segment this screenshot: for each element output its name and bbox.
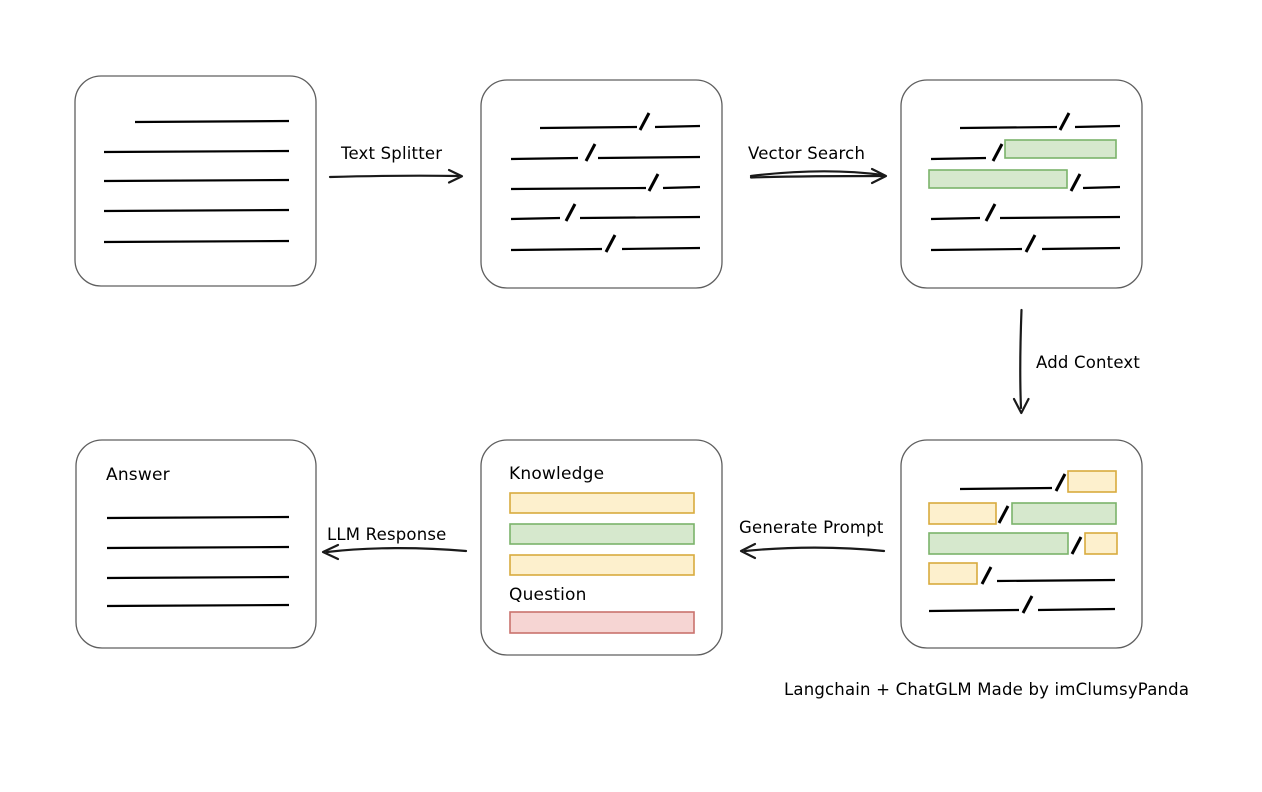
edge-llm-response (321, 543, 468, 561)
context-chunk-yellow-4 (928, 562, 978, 585)
knowledge-bar-yellow-2 (509, 554, 695, 576)
edge-generate-prompt (739, 542, 886, 560)
edge-label-text-splitter: Text Splitter (341, 144, 443, 163)
source-document-lines (103, 119, 290, 244)
prompt-box[interactable] (480, 439, 723, 656)
answer-frame (75, 439, 317, 649)
split-document-lines (510, 112, 701, 253)
context-chunk-yellow-2 (928, 502, 997, 525)
context-document-box[interactable] (900, 439, 1143, 649)
answer-lines (106, 515, 290, 608)
edge-label-add-context: Add Context (1036, 353, 1141, 372)
context-chunk-yellow-3 (1084, 532, 1118, 555)
edge-text-splitter (328, 168, 464, 184)
question-heading: Question (509, 585, 587, 605)
edge-label-llm-response: LLM Response (327, 525, 447, 544)
matched-chunk-green-2 (928, 169, 1068, 189)
answer-box[interactable] (75, 439, 317, 649)
edge-add-context (1012, 308, 1030, 415)
context-chunk-green-2 (928, 532, 1069, 555)
context-document-lines (928, 470, 1118, 614)
source-document-box[interactable] (74, 75, 317, 287)
knowledge-heading: Knowledge (509, 464, 605, 484)
edge-label-generate-prompt: Generate Prompt (739, 518, 884, 537)
split-document-frame (480, 79, 723, 289)
knowledge-bar-green (509, 523, 695, 545)
matched-chunk-green-1 (1004, 139, 1117, 159)
context-chunk-green-1 (1011, 502, 1117, 525)
diagram-caption: Langchain + ChatGLM Made by imClumsyPand… (784, 680, 1190, 699)
question-bar-red (509, 611, 695, 634)
edge-vector-search (749, 167, 888, 185)
knowledge-bar-yellow-1 (509, 492, 695, 514)
context-chunk-yellow-1 (1067, 470, 1117, 493)
answer-heading: Answer (106, 465, 170, 485)
vector-matched-document-lines (928, 112, 1121, 253)
vector-matched-document-box[interactable] (900, 79, 1143, 289)
split-document-box[interactable] (480, 79, 723, 289)
edge-label-vector-search: Vector Search (748, 144, 866, 163)
